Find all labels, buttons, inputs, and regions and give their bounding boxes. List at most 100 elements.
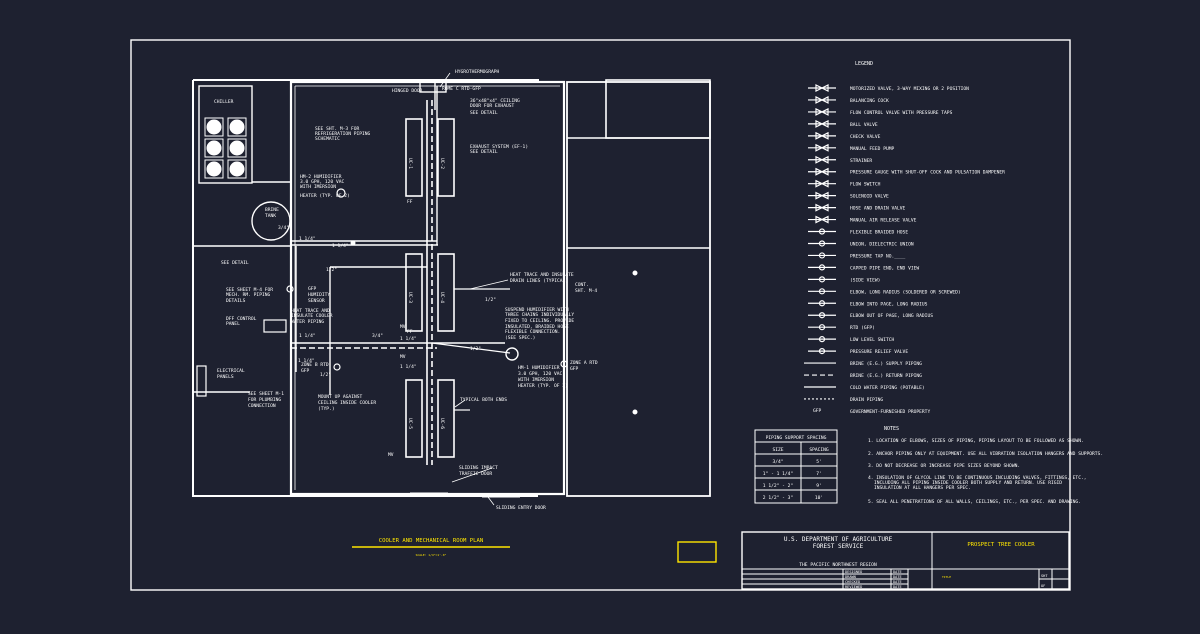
plan-label: DFF CONTROL [226,316,257,322]
legend-symbol [808,324,836,331]
support-row-spacing: 10' [815,495,823,501]
title-sheet-label: SHT [1041,574,1048,578]
support-row-size: 1 1/2" - 2" [763,483,793,489]
plan-label: FF [407,199,413,205]
plan-label: DRAIN LINES (TYPICAL) [510,278,568,284]
floor-drain [350,240,356,246]
plan-label: 1 1/4" [400,336,417,342]
legend-item: MANUAL FEED PUMP [850,146,894,152]
support-table-title: PIPING SUPPORT SPACING [766,435,827,441]
plan-label: PANELS [217,374,234,380]
notes-title: NOTES [884,426,899,432]
legend-symbol [808,155,836,164]
support-row-size: 3/4" [772,459,783,465]
plan-label: SEE DETAIL [221,260,249,266]
plan-label: 1/2" [320,372,331,378]
legend-item: PRESSURE TAP NO.____ [850,253,906,259]
legend-item: FLOW SWITCH [850,182,881,188]
plan-label: MV [400,354,406,360]
chiller-fan [204,159,224,179]
plan-label: UC-6 [439,418,445,429]
legend-symbol [808,179,836,188]
humidity-sensor [286,285,294,293]
plan-label: WITH IMERSION [300,184,336,190]
plan-label: MV [388,452,394,458]
plan-label: GFP [308,286,317,292]
title-sheet-name: TITLE [942,575,951,579]
humidifier-hm1 [505,347,519,361]
plan-label: FOR PLUMBING [248,397,281,403]
plan-label: HINGED DOOR [392,88,423,94]
electrical-panel [196,365,207,397]
plan-label: TANK [265,213,276,219]
legend-item: COLD WATER PIPING (POTABLE) [850,385,925,391]
plan-label: 3.0 GPH, 120 VAC [518,371,562,377]
legend-symbol [808,252,836,259]
plan-label: SEE SHEET M-1 [248,391,284,397]
title-agency-2: FOREST SERVICE [813,543,864,550]
plan-label: CONT. [575,282,589,288]
plan-label: ZONE A RTD [570,360,598,366]
legend-item: CAPPED PIPE END, END VIEW [850,265,919,271]
plan-label: SENSOR [308,298,325,304]
plan-label: FF [407,329,413,335]
chiller-fan-blade [206,140,222,156]
legend-items: MOTORIZED VALVE, 3-WAY MIXING OR 2 POSIT… [850,86,1005,415]
legend-symbol [808,191,836,200]
cooler-unit [437,118,455,197]
plan-label: DOOR FOR EXHAUST [470,103,514,109]
support-table-header-size: SIZE [772,447,783,453]
plan-label: 3/4" [372,333,383,339]
plan-label: HM-1 HUMIDIFIER [518,365,560,371]
plan-label: (SEE SPEC.) [505,335,535,341]
legend-item: CHECK VALVE [850,134,881,140]
floor-plan [192,72,711,506]
legend-symbol [808,348,836,355]
chiller-unit [198,85,253,184]
plan-label: 1 1/4" [298,358,315,364]
chiller-fan [204,138,224,158]
plan-label: CEILING INSIDE COOLER [318,400,376,406]
legend-item: GOVERNMENT-FURNISHED PROPERTY [850,409,930,415]
plan-label: SLIDING ENTRY DOOR [496,505,546,511]
plan-label: 1/2" [485,297,496,303]
support-table-rows: 3/4"5'1" - 1 1/4"7'1 1/2" - 2"9'2 1/2" -… [763,459,823,501]
plan-label: HEATER (TYP. OF 2) [518,383,568,389]
plan-label: UC-1 [407,158,413,169]
plan-label: HEAT TRACE AND INSULATE [510,272,574,278]
title-block-row-label: REVIEWED [845,585,862,589]
title-sheet-of: OF [1041,584,1045,588]
legend-item: FLOW CONTROL VALVE WITH PRESSURE TAPS [850,110,953,116]
title-block-row-label: DESIGNED [845,570,862,574]
title-block-date-label: DATE [893,585,902,589]
note-item: 1. LOCATION OF ELBOWS, SIZES OF PIPING, … [868,438,1084,444]
legend-symbol [808,264,836,271]
legend-symbol [808,228,836,235]
plan-label: BRINE [265,207,279,213]
adjacent-room [566,81,711,497]
legend-symbol [808,300,836,307]
plan-label: DETAILS [226,298,246,304]
note-item: 2. ANCHOR PIPING ONLY AT EQUIPMENT. USE … [868,451,1103,457]
legend-item: ELBOW INTO PAGE, LONG RADIUS [850,301,928,307]
plan-label: 3/4" [278,225,289,231]
legend-symbol [808,84,836,92]
plan-label: FIXED TO CEILING. PROVIDE [505,318,574,324]
plan-label: ZONE B RTD [301,362,329,368]
leader-line [487,496,495,506]
legend-item: HOSE AND DRAIN VALVE [850,206,906,212]
legend-item: BALL VALVE [850,122,878,128]
plan-label: SEE SHEET M-4 FOR [226,287,273,293]
legend-item: UNION, DIELECTRIC UNION [850,241,914,247]
plan-label: CONNECTION [248,403,276,409]
legend-symbol [808,143,836,152]
title-region: THE PACIFIC NORTHWEST REGION [799,562,877,568]
plan-label: HM-2 HUMIDIFIER [300,174,342,180]
plan-label: FLEXIBLE CONNECTION. [505,329,560,335]
chiller-fan-blade [206,161,222,177]
legend-symbol [808,336,836,343]
piping-support-table [754,429,838,504]
chiller-fan-blade [229,119,245,135]
plan-label: WITH IMERSION [518,377,554,383]
note-item: 5. SEAL ALL PENETRATIONS OF ALL WALLS, C… [868,499,1081,505]
